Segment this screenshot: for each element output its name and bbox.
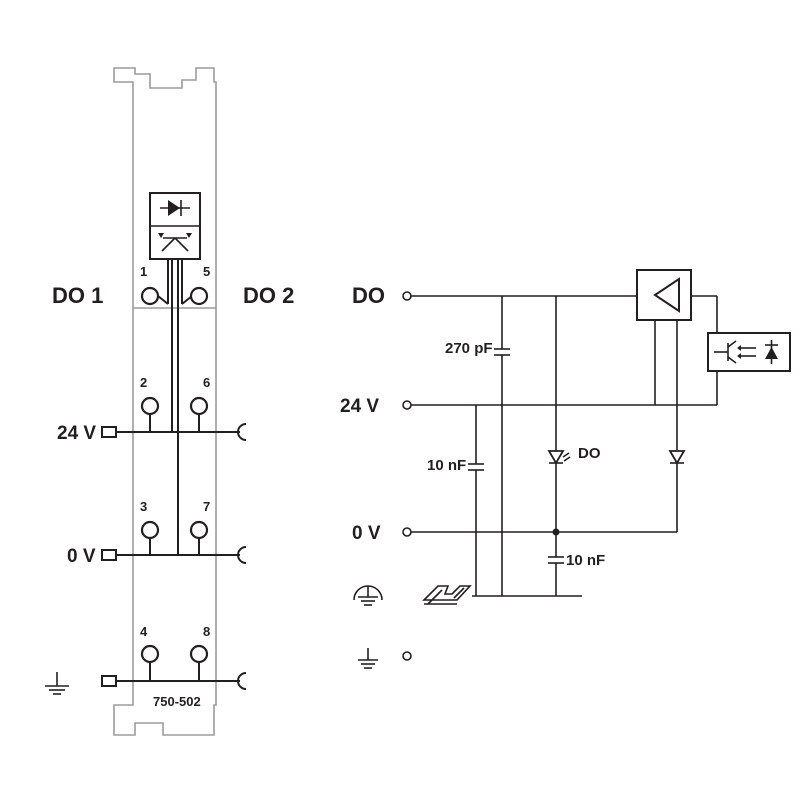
node-0v [402,527,412,537]
optocoupler-icon [707,332,791,372]
label-0v-left: 0 V [67,546,96,567]
ground-icon-schematic [358,648,378,669]
terminal-4[interactable] [140,644,160,681]
terminal-label-3: 3 [140,499,147,514]
label-10nf-24v: 10 nF [427,457,466,474]
din-rail-icon [422,585,472,605]
capacitor-10nf-0v [548,528,564,596]
label-270pf: 270 pF [445,340,493,357]
terminal-2[interactable] [140,396,160,432]
node-24v [402,400,412,410]
terminal-label-5: 5 [203,264,210,279]
rail-0v [101,546,247,564]
capacitor-270pf [494,296,510,596]
chassis-ground-icon [353,585,383,606]
terminal-7[interactable] [189,520,209,555]
terminal-1[interactable] [140,286,160,306]
terminal-label-7: 7 [203,499,210,514]
io-module: DO 1 DO 2 24 V 0 V 1 5 2 6 3 7 4 8 750-5… [45,67,294,736]
label-do: DO [352,283,385,308]
terminal-8[interactable] [189,644,209,681]
schematic: DO 24 V 0 V 270 pF 10 nF 10 nF DO [340,269,791,669]
rail-ground [101,672,247,690]
node-ground [402,651,412,661]
terminal-5[interactable] [189,286,209,306]
led-icon [547,296,571,532]
output-optocoupler-icon [149,192,201,260]
terminal-3[interactable] [140,520,160,555]
terminal-label-4: 4 [140,624,148,639]
label-24v-left: 24 V [57,423,96,444]
terminal-label-8: 8 [203,624,210,639]
diode-icon [668,450,686,532]
label-24v: 24 V [340,396,379,417]
terminal-label-6: 6 [203,375,210,390]
ground-icon [45,672,69,695]
label-do2: DO 2 [243,283,294,308]
node-do [402,291,412,301]
module-housing [113,67,217,736]
label-led-do: DO [578,445,601,462]
part-number: 750-502 [153,694,201,709]
label-10nf-0v: 10 nF [566,552,605,569]
capacitor-10nf-24v [468,405,484,596]
rail-24v [101,423,247,441]
label-0v: 0 V [352,523,381,544]
terminal-6[interactable] [189,396,209,432]
terminal-label-2: 2 [140,375,147,390]
terminal-label-1: 1 [140,264,147,279]
amplifier-icon [636,269,692,321]
label-do1: DO 1 [52,283,103,308]
